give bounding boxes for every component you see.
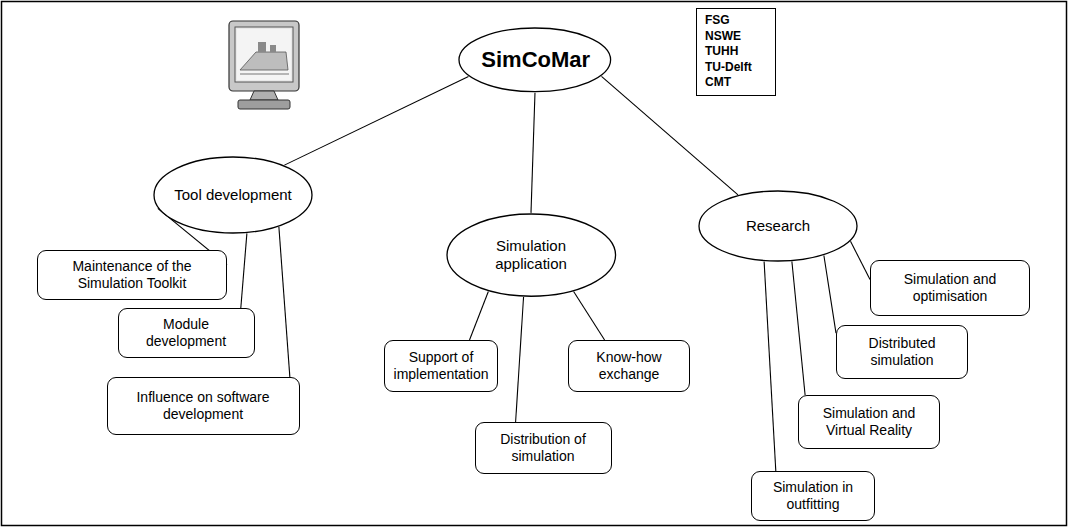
node-text: Simulation and Virtual Reality [805,405,933,439]
monitor-icon [229,21,299,109]
topic-box: Influence on software development [107,377,300,435]
topic-box: Simulation and Virtual Reality [798,395,940,449]
connector-line [824,255,836,333]
node-text: SimCoMar [481,47,588,73]
node-text: TU-Delft [705,60,752,76]
node-text: NSWE [705,29,741,45]
node-text: Distributed simulation [843,335,961,369]
connector-line [851,241,870,279]
topic-box: Maintenance of the Simulation Toolkit [37,250,227,300]
branch-ellipse: Research [698,190,858,262]
root-ellipse: SimCoMar [458,27,612,93]
node-text: FSG [705,13,730,29]
connector-line [792,261,805,395]
connector-line [284,76,468,165]
topic-box: Support of implementation [384,340,498,392]
node-text: Know-how exchange [575,349,683,383]
node-text: TUHH [705,44,738,60]
connector-line [516,297,524,422]
connector-line [531,93,535,213]
node-text: CMT [705,75,731,91]
connector-line [574,291,605,340]
node-text: Tool development [174,186,292,204]
topic-box: Know-how exchange [568,340,690,392]
node-text: Module development [125,316,248,350]
branch-ellipse: Tool development [153,156,313,234]
topic-box: Distribution of simulation [475,422,612,474]
connector-line [764,261,776,471]
node-text: Research [746,217,810,235]
connector-line [241,233,247,308]
topic-box: Simulation and optimisation [870,260,1030,316]
node-text: Support of implementation [391,349,491,383]
topic-box: Distributed simulation [836,325,968,379]
node-text: Simulation and optimisation [877,271,1023,305]
connector-line [279,227,290,377]
connector-line [470,291,489,340]
node-text: Influence on software development [114,389,293,423]
topic-box: Module development [118,308,255,358]
partner-box: FSGNSWETUHHTU-DelftCMT [696,8,776,96]
topic-box: Simulation in outfitting [751,471,875,521]
node-text: Distribution of simulation [482,431,605,465]
node-text: Simulation application [471,237,591,273]
node-text: Simulation in outfitting [758,479,868,513]
node-text: Maintenance of the Simulation Toolkit [44,258,220,292]
branch-ellipse: Simulation application [446,213,617,297]
